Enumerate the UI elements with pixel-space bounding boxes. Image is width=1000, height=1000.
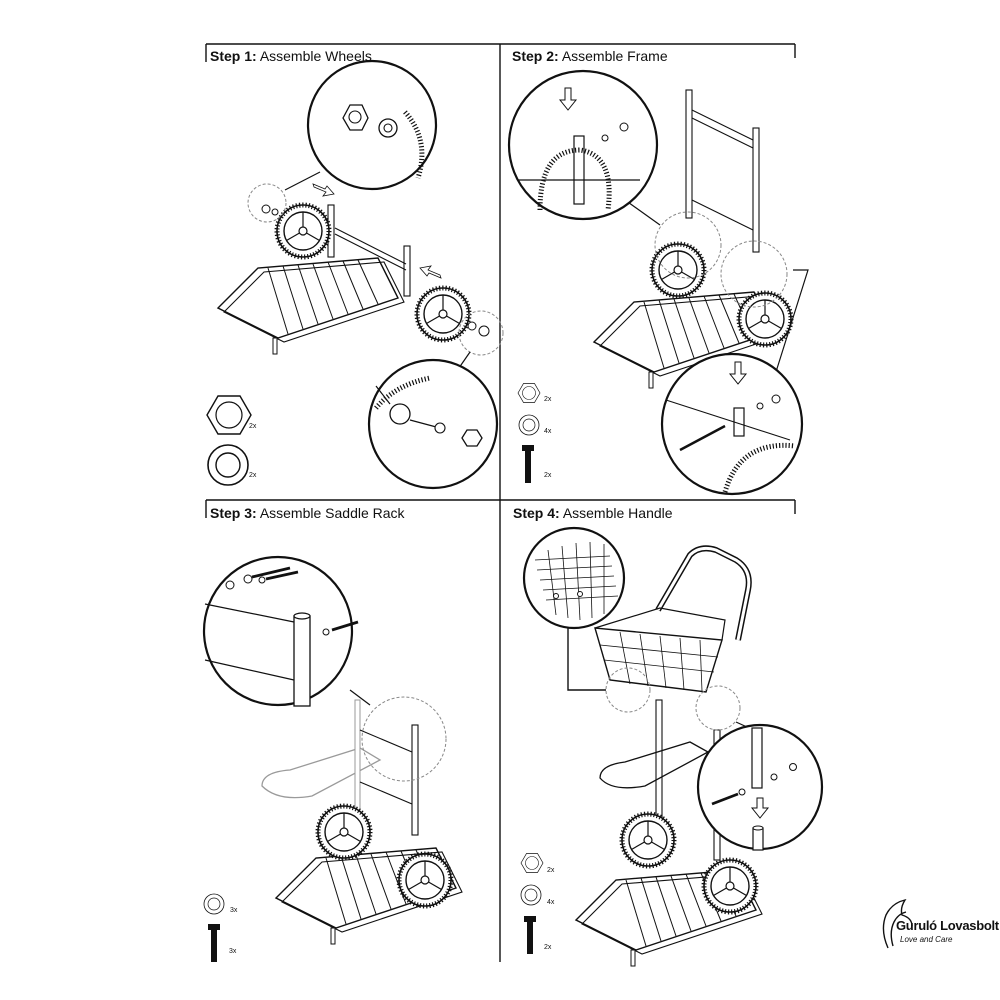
step-1-label: Step 1: [210,48,257,64]
step-4-title: Step 4: Assemble Handle [513,505,673,521]
hex-nut-icon [517,383,541,403]
washer-icon [203,893,225,915]
step-4-washer-qty: 4x [547,899,555,906]
step-4-bolt-qty: 2x [544,944,552,951]
step-1-drawing [206,59,504,490]
step-3-title: Step 3: Assemble Saddle Rack [210,505,405,521]
step-4-name: Assemble Handle [562,505,673,521]
step-2-name: Assemble Frame [561,48,668,64]
step-1-nut-qty: 2x [249,423,257,430]
step-2-drawing [507,69,809,496]
bolt-icon [208,924,220,962]
step-2-bolt-qty: 2x [544,472,552,479]
brand-logo: Guruló Lovasbolt Love and Care [876,918,1000,958]
step-3-name: Assemble Saddle Rack [259,505,405,521]
washer-icon [520,884,542,906]
washer-icon [207,444,249,486]
washer-icon [518,414,540,436]
step-4-nut-qty: 2x [547,867,555,874]
step-2-washer-qty: 4x [544,428,552,435]
step-3-label: Step 3: [210,505,257,521]
hex-nut-icon [520,853,544,873]
step-1-washer-qty: 2x [249,472,257,479]
step-4-drawing [520,526,824,967]
step-1-title: Step 1: Assemble Wheels [210,48,372,64]
panel-borders [205,43,796,962]
step-1-name: Assemble Wheels [259,48,372,64]
step-4-label: Step 4: [513,505,560,521]
brand-tagline: Love and Care [900,935,953,944]
hex-nut-icon [206,395,252,435]
step-2-nut-qty: 2x [544,396,552,403]
step-2-title: Step 2: Assemble Frame [512,48,668,64]
step-3-washer-qty: 3x [230,907,238,914]
bolt-icon [522,445,534,483]
step-3-bolt-qty: 3x [229,948,237,955]
horse-head-logo-icon [882,898,913,949]
brand-name: Guruló Lovasbolt [896,918,999,933]
step-2-label: Step 2: [512,48,559,64]
bolt-icon [524,916,536,954]
step-3-drawing [202,555,463,962]
